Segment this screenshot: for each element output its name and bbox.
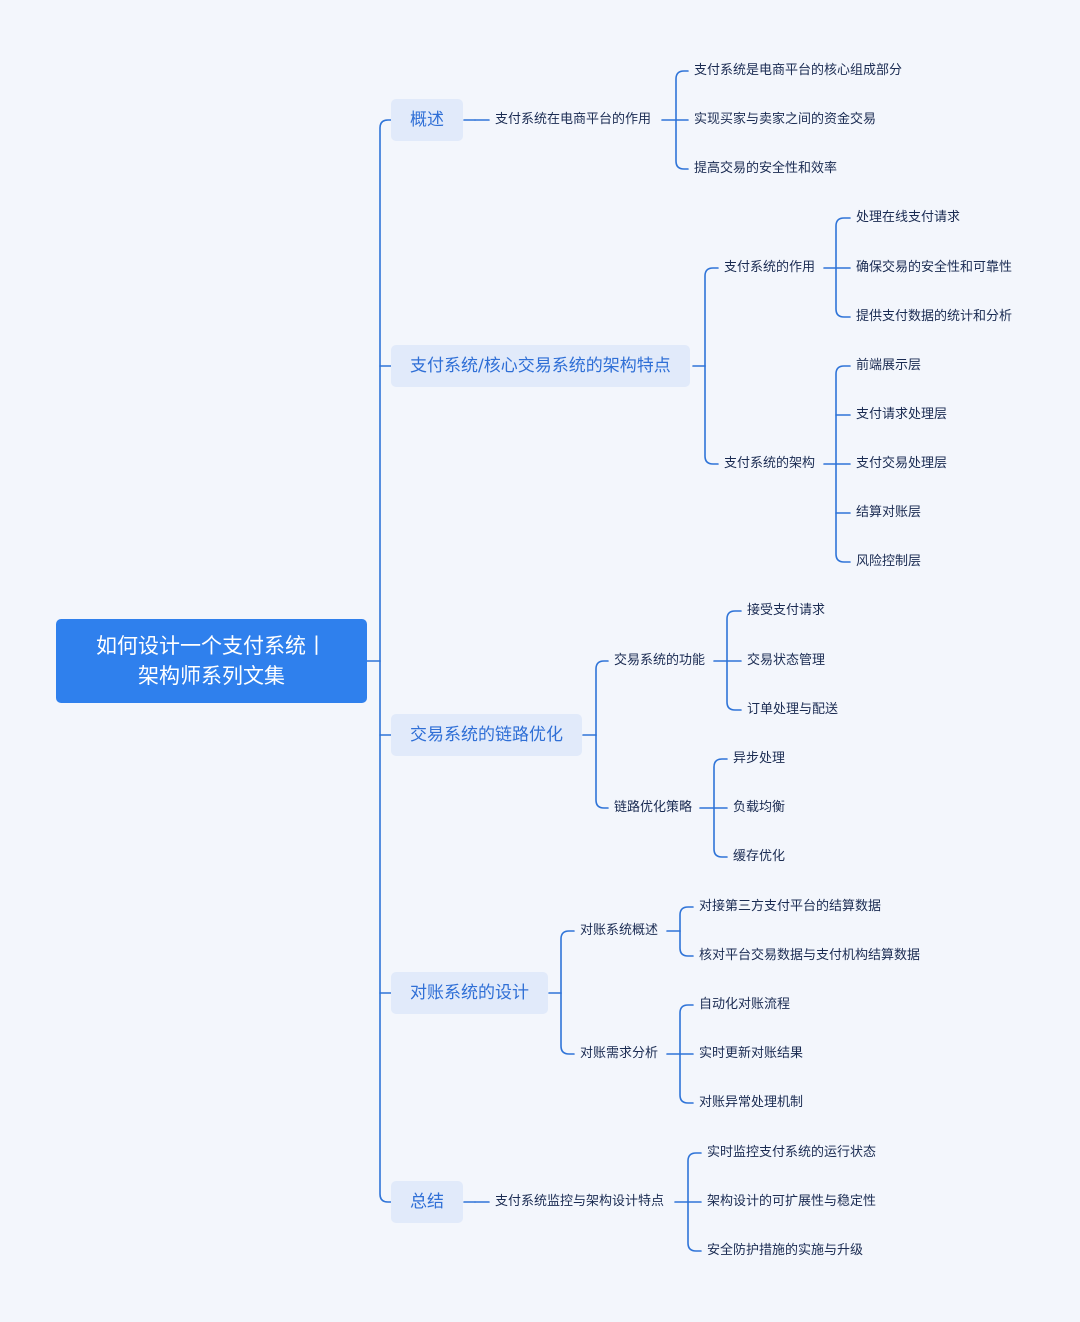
architecture-layer-5[interactable]: 风险控制层 — [856, 554, 922, 569]
summary-sub-node[interactable]: 支付系统监控与架构设计特点 — [495, 1194, 665, 1209]
connector-line — [560, 992, 575, 1055]
connector-line — [835, 217, 851, 269]
architecture-role-leaf-2[interactable]: 确保交易的安全性和可靠性 — [856, 260, 1013, 275]
root-node[interactable]: 如何设计一个支付系统丨 架构师系列文集 — [56, 619, 367, 703]
optimization-strategy-1[interactable]: 异步处理 — [733, 751, 786, 766]
optimization-strategy-node[interactable]: 链路优化策略 — [614, 800, 693, 815]
optimization-function-1[interactable]: 接受支付请求 — [747, 603, 826, 618]
optimization-functions-node[interactable]: 交易系统的功能 — [614, 653, 706, 668]
connector-line — [713, 807, 728, 858]
architecture-role-leaf-3[interactable]: 提供支付数据的统计和分析 — [856, 309, 1013, 324]
optimization-strategy-3[interactable]: 缓存优化 — [733, 849, 786, 864]
connector-line — [835, 267, 851, 318]
optimization-function-2[interactable]: 交易状态管理 — [747, 653, 826, 668]
connector-line — [687, 1201, 702, 1252]
architecture-layer-3[interactable]: 支付交易处理层 — [856, 456, 948, 471]
connector-line — [560, 930, 575, 994]
architecture-role-node[interactable]: 支付系统的作用 — [724, 260, 816, 275]
reconciliation-requirement-1[interactable]: 自动化对账流程 — [699, 997, 791, 1012]
reconciliation-requirement-3[interactable]: 对账异常处理机制 — [699, 1095, 804, 1110]
optimization-strategy-2[interactable]: 负载均衡 — [733, 800, 786, 815]
connector-line — [704, 365, 719, 465]
branch-summary[interactable]: 总结 — [391, 1181, 463, 1223]
reconciliation-overview-1[interactable]: 对接第三方支付平台的结算数据 — [699, 899, 882, 914]
branch-reconciliation[interactable]: 对账系统的设计 — [391, 972, 548, 1014]
connector-line — [704, 267, 719, 367]
connector-line — [595, 660, 609, 736]
architecture-layer-2[interactable]: 支付请求处理层 — [856, 407, 948, 422]
overview-sub-node[interactable]: 支付系统在电商平台的作用 — [495, 112, 652, 127]
overview-leaf-2[interactable]: 实现买家与卖家之间的资金交易 — [694, 112, 877, 127]
connector-line — [595, 734, 609, 809]
summary-leaf-1[interactable]: 实时监控支付系统的运行状态 — [707, 1145, 877, 1160]
summary-leaf-2[interactable]: 架构设计的可扩展性与稳定性 — [707, 1194, 877, 1209]
branch-optimization[interactable]: 交易系统的链路优化 — [391, 714, 582, 756]
connector-line — [835, 463, 851, 563]
architecture-layer-4[interactable]: 结算对账层 — [856, 505, 922, 520]
root-title-line1: 如何设计一个支付系统丨 — [96, 634, 327, 658]
overview-leaf-1[interactable]: 支付系统是电商平台的核心组成部分 — [694, 63, 903, 78]
reconciliation-overview-2[interactable]: 核对平台交易数据与支付机构结算数据 — [699, 948, 921, 963]
connector-line — [726, 610, 742, 662]
optimization-function-3[interactable]: 订单处理与配送 — [747, 702, 839, 717]
connector-line — [679, 906, 694, 932]
overview-leaf-3[interactable]: 提高交易的安全性和效率 — [694, 161, 838, 176]
architecture-role-leaf-1[interactable]: 处理在线支付请求 — [856, 210, 961, 225]
connector-line — [679, 930, 694, 957]
branch-overview[interactable]: 概述 — [391, 99, 463, 141]
connector-line — [379, 660, 392, 1203]
summary-leaf-3[interactable]: 安全防护措施的实施与升级 — [707, 1243, 864, 1258]
connector-line — [379, 119, 392, 662]
reconciliation-requirement-2[interactable]: 实时更新对账结果 — [699, 1046, 804, 1061]
reconciliation-overview-node[interactable]: 对账系统概述 — [580, 923, 659, 938]
connector-line — [835, 365, 851, 465]
reconciliation-requirements-node[interactable]: 对账需求分析 — [580, 1046, 659, 1061]
connector-line — [679, 1004, 694, 1055]
branch-architecture[interactable]: 支付系统/核心交易系统的架构特点 — [391, 345, 690, 387]
connector-line — [687, 1152, 702, 1203]
connector-line — [679, 1053, 694, 1104]
connector-line — [713, 758, 728, 809]
connector-line — [675, 70, 689, 121]
connector-line — [675, 119, 689, 170]
connector-line — [726, 660, 742, 711]
root-title-line2: 架构师系列文集 — [138, 664, 285, 688]
architecture-layers-node[interactable]: 支付系统的架构 — [724, 456, 816, 471]
architecture-layer-1[interactable]: 前端展示层 — [856, 358, 922, 373]
